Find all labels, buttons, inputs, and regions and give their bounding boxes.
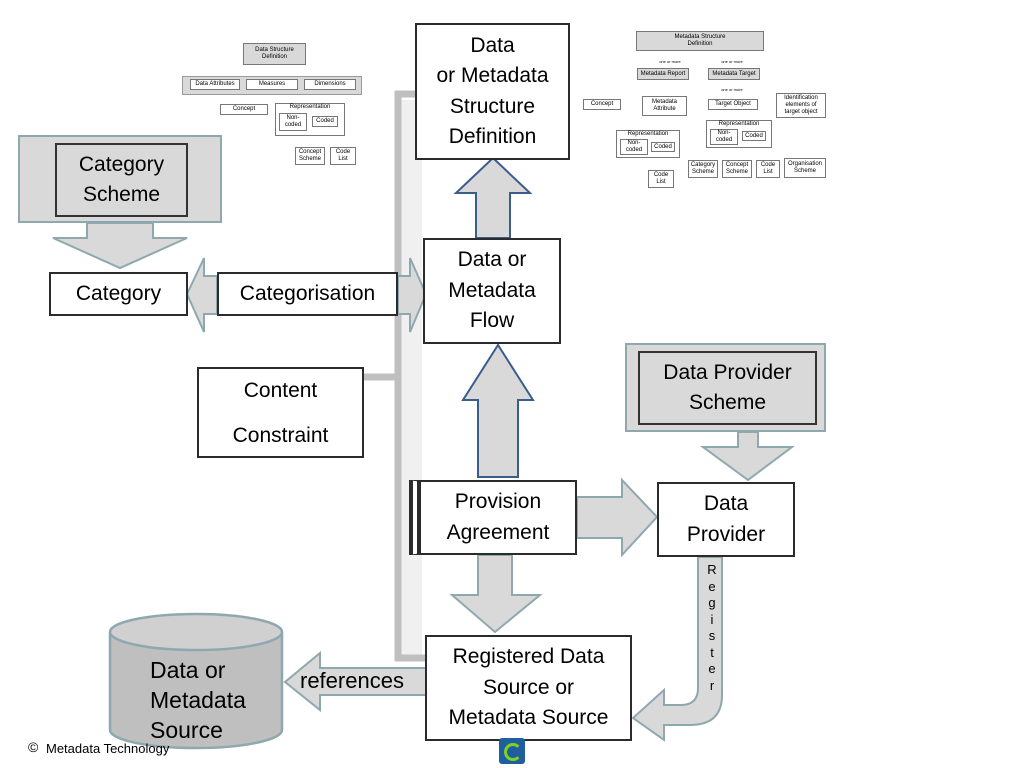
copyright-symbol: ©	[28, 739, 39, 755]
thumb-msd-concept-scheme: Concept Scheme	[722, 160, 752, 178]
thumb-msd-one-or-more-2: one or more	[712, 58, 752, 64]
source-cylinder-label: Data or Metadata Source	[150, 657, 246, 743]
data-provider-label: Data Provider	[686, 492, 766, 546]
category-node[interactable]: Category	[49, 272, 188, 316]
categorisation-label: Categorisation	[239, 281, 376, 305]
provision-to-flow-arrow	[461, 343, 535, 478]
flow-node[interactable]: Data or Metadata Flow	[423, 238, 561, 344]
register-arrow	[631, 556, 723, 742]
dsd-node[interactable]: Data or Metadata Structure Definition	[415, 23, 570, 160]
provision-agreement-label: Provision Agreement	[446, 490, 550, 544]
thumb-msd-noncoded-1: Non- coded	[620, 139, 648, 155]
thumb-dsd-concept: Concept	[220, 104, 268, 115]
thumb-dsd-attrs: Data Attributes	[190, 79, 240, 90]
thumb-dsd-measures: Measures	[246, 79, 298, 90]
thumb-msd-coded-2: Coded	[742, 131, 766, 141]
scheme-to-category-arrow	[52, 222, 188, 270]
provision-agreement-node[interactable]: Provision Agreement	[409, 480, 577, 555]
provision-to-source-arrow	[449, 554, 543, 634]
thumb-msd-root: Metadata Structure Definition	[636, 31, 764, 51]
thumb-msd-identification: Identification elements of target object	[776, 93, 826, 118]
thumb-msd-code-list-1: Code List	[648, 170, 674, 188]
dsd-label: Data or Metadata Structure Definition	[436, 33, 549, 148]
thumb-msd-one-or-more-1: one or more	[650, 58, 690, 64]
category-label: Category	[75, 281, 162, 305]
thumb-dsd-dimensions: Dimensions	[304, 79, 356, 90]
thumb-msd-target: Metadata Target	[708, 68, 760, 80]
references-label: references	[300, 668, 404, 693]
thumb-msd-report: Metadata Report	[637, 68, 689, 80]
registered-source-node[interactable]: Registered Data Source or Metadata Sourc…	[425, 635, 632, 741]
metadata-technology-logo-icon	[499, 738, 525, 764]
data-provider-scheme-label: Data Provider Scheme	[663, 360, 792, 414]
data-provider-scheme-node[interactable]: Data Provider Scheme	[638, 351, 817, 425]
thumb-msd-target-object: Target Object	[708, 99, 758, 110]
category-scheme-label: Category Scheme	[78, 152, 165, 206]
thumb-msd-noncoded-2: Non- coded	[710, 129, 738, 145]
categorisation-left-arrow	[185, 257, 218, 333]
flow-label: Data or Metadata Flow	[448, 248, 536, 333]
thumb-dsd-concept-scheme: Concept Scheme	[295, 147, 325, 165]
thumb-msd-concept: Concept	[583, 99, 621, 110]
references-arrow	[283, 650, 427, 713]
thumb-dsd-root: Data Structure Definition	[243, 43, 306, 65]
registered-source-label: Registered Data Source or Metadata Sourc…	[448, 645, 609, 730]
source-cylinder-top	[108, 612, 284, 652]
thumb-dsd-code-list: Code List	[330, 147, 356, 165]
register-label: R e g i s t e r	[707, 562, 717, 693]
thumb-msd-organisation-scheme: Organisation Scheme	[784, 158, 826, 178]
categorisation-right-arrow	[397, 257, 428, 333]
thumb-dsd-coded: Coded	[312, 116, 338, 127]
thumb-msd-category-scheme: Category Scheme	[688, 160, 718, 178]
footer-text: Metadata Technology	[46, 741, 170, 756]
content-constraint-node[interactable]: Content Constraint	[197, 367, 364, 458]
thumb-msd-attribute: Metadata Attribute	[642, 96, 687, 116]
thumb-msd-one-or-more-3: one or more	[712, 86, 752, 92]
flow-to-dsd-arrow	[453, 156, 533, 239]
categorisation-node[interactable]: Categorisation	[217, 272, 398, 316]
thumb-dsd-noncoded: Non- coded	[279, 113, 307, 131]
category-scheme-node[interactable]: Category Scheme	[55, 143, 188, 217]
provider-scheme-to-provider-arrow	[699, 431, 795, 482]
thumb-msd-coded-1: Coded	[651, 142, 675, 152]
content-constraint-label-2: Constraint	[232, 423, 329, 447]
content-constraint-label-1: Content	[243, 378, 318, 402]
thumb-msd-code-list-2: Code List	[756, 160, 780, 178]
connector-band	[398, 100, 422, 660]
source-cylinder-body	[108, 632, 284, 750]
data-provider-node[interactable]: Data Provider	[657, 482, 795, 557]
provision-to-provider-arrow	[576, 477, 659, 558]
